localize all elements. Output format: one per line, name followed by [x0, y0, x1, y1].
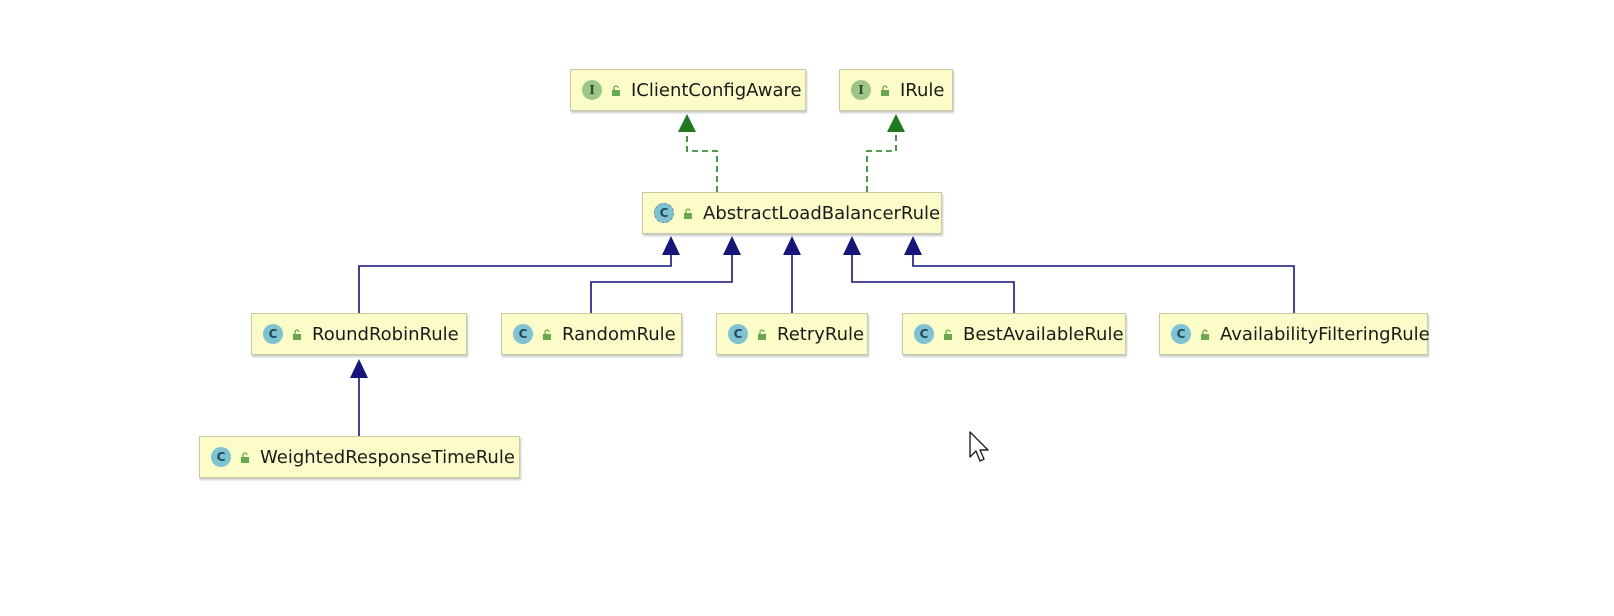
public-lock-icon	[543, 328, 551, 340]
node-abstractloadbalancerrule[interactable]: C AbstractLoadBalancerRule	[642, 192, 942, 234]
public-lock-icon	[612, 84, 620, 96]
class-icon: C	[914, 324, 934, 344]
node-label: WeightedResponseTimeRule	[260, 446, 515, 468]
node-roundrobinrule[interactable]: C RoundRobinRule	[251, 313, 467, 355]
node-retryrule[interactable]: C RetryRule	[716, 313, 868, 355]
class-icon: C	[211, 447, 231, 467]
node-label: IClientConfigAware	[631, 79, 802, 101]
edge-abstract-to-irule	[866, 114, 905, 192]
edge-abstract-to-iclientconfigaware	[678, 114, 718, 192]
class-icon: C	[263, 324, 283, 344]
interface-icon: I	[582, 80, 602, 100]
mouse-pointer-icon	[969, 431, 989, 462]
abstract-class-icon: C	[654, 203, 674, 223]
public-lock-icon	[944, 328, 952, 340]
node-bestavailablerule[interactable]: C BestAvailableRule	[902, 313, 1126, 355]
node-label: IRule	[900, 79, 945, 101]
edge-bestavailable-to-abstract	[843, 236, 1015, 313]
edge-availabilityfiltering-to-abstract	[904, 236, 1295, 313]
class-icon: C	[513, 324, 533, 344]
class-icon: C	[1171, 324, 1191, 344]
node-availabilityfilteringrule[interactable]: C AvailabilityFilteringRule	[1159, 313, 1430, 355]
node-label: BestAvailableRule	[963, 323, 1124, 345]
public-lock-icon	[241, 451, 249, 463]
node-randomrule[interactable]: C RandomRule	[501, 313, 682, 355]
edge-random-to-abstract	[590, 236, 741, 313]
node-irule[interactable]: I IRule	[839, 69, 953, 111]
interface-icon: I	[851, 80, 871, 100]
node-weightedresponsetimerule[interactable]: C WeightedResponseTimeRule	[199, 436, 520, 478]
edge-roundrobin-to-abstract	[358, 236, 680, 313]
node-label: AvailabilityFilteringRule	[1220, 323, 1430, 345]
public-lock-icon	[1201, 328, 1209, 340]
node-label: RandomRule	[562, 323, 676, 345]
public-lock-icon	[684, 207, 692, 219]
node-iclientconfigaware[interactable]: I IClientConfigAware	[570, 69, 806, 111]
node-label: RoundRobinRule	[312, 323, 459, 345]
public-lock-icon	[881, 84, 889, 96]
public-lock-icon	[293, 328, 301, 340]
edge-weightedresponsetime-to-roundrobin	[350, 359, 368, 436]
edge-retry-to-abstract	[783, 236, 801, 313]
node-label: AbstractLoadBalancerRule	[703, 202, 941, 224]
node-label: RetryRule	[777, 323, 865, 345]
class-icon: C	[728, 324, 748, 344]
public-lock-icon	[758, 328, 766, 340]
